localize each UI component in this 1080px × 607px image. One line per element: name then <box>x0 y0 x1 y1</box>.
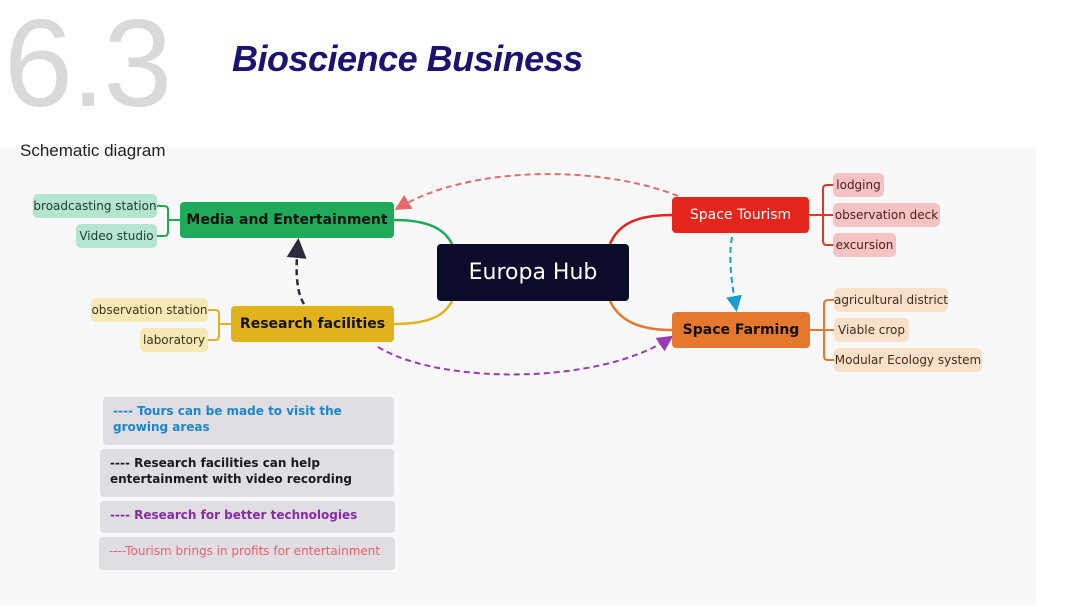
leaf-lodging[interactable]: lodging <box>833 173 884 197</box>
page-title: Bioscience Business <box>232 38 583 79</box>
leaf-modular-ecology-system[interactable]: Modular Ecology system <box>834 348 982 372</box>
relation-research-to-farming <box>377 335 674 376</box>
leaf-excursion[interactable]: excursion <box>833 233 896 257</box>
legend-item-research-technologies: ---- Research for better technologies <box>100 501 395 533</box>
connector-media-leaves <box>157 205 180 237</box>
connector-hub-farming <box>608 300 673 332</box>
leaf-observation-station[interactable]: observation station <box>91 298 208 322</box>
branch-media[interactable]: Media and Entertainment <box>180 202 394 238</box>
leaf-broadcasting-station[interactable]: broadcasting station <box>33 194 157 218</box>
relation-tourism-to-media <box>394 173 679 211</box>
leaf-laboratory[interactable]: laboratory <box>140 328 208 352</box>
leaf-observation-deck[interactable]: observation deck <box>833 203 940 227</box>
branch-tourism[interactable]: Space Tourism <box>672 197 809 233</box>
diagram-subtitle: Schematic diagram <box>20 141 166 160</box>
legend-item-tours: ---- Tours can be made to visit the grow… <box>103 397 394 445</box>
connector-farming-leaves <box>810 299 834 361</box>
connector-research-leaves <box>208 309 231 341</box>
leaf-video-studio[interactable]: Video studio <box>76 224 157 248</box>
connector-tourism-leaves <box>809 184 833 246</box>
leaf-viable-crop[interactable]: Viable crop <box>834 318 909 342</box>
connector-hub-media <box>393 218 454 245</box>
leaf-agricultural-district[interactable]: agricultural district <box>834 288 948 312</box>
relation-research-to-media <box>286 238 307 305</box>
branch-farming[interactable]: Space Farming <box>672 312 810 348</box>
branch-research[interactable]: Research facilities <box>231 306 394 342</box>
relation-tourism-to-farming <box>726 236 742 312</box>
legend-item-tourism-profits: ----Tourism brings in profits for entert… <box>99 537 395 570</box>
connector-hub-tourism <box>608 213 673 245</box>
hub-node[interactable]: Europa Hub <box>437 244 629 301</box>
connector-hub-research <box>393 300 454 326</box>
legend-item-research-entertainment: ---- Research facilities can help entert… <box>100 449 394 497</box>
section-number: 6.3 <box>4 0 172 133</box>
